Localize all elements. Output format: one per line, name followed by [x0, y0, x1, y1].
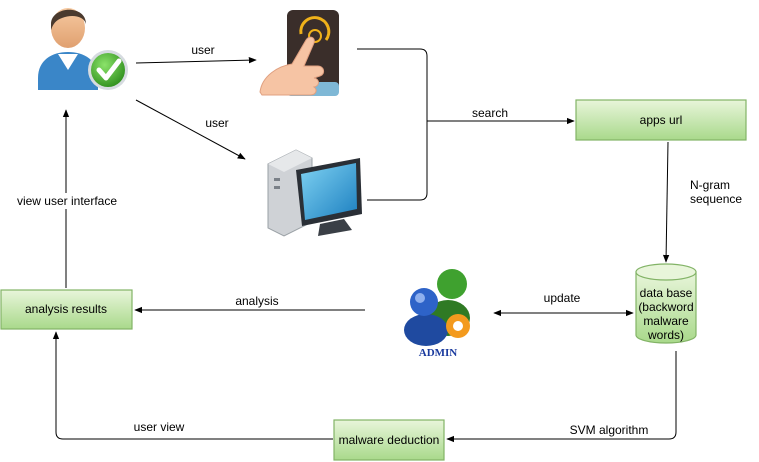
edge-label-ngram-2: sequence	[690, 192, 742, 206]
database-line-2: (backword	[638, 300, 693, 314]
edge-label-svm: SVM algorithm	[570, 423, 649, 437]
admin-group-icon: ADMIN	[404, 269, 470, 359]
malware-deduction-node: malware deduction	[333, 419, 445, 461]
apps-url-label: apps url	[640, 113, 683, 127]
edge-label-ngram-1: N-gram	[690, 178, 730, 192]
admin-label: ADMIN	[419, 347, 458, 359]
database-line-1: data base	[640, 286, 693, 300]
edge-label-update: update	[544, 291, 581, 305]
database-line-4: words)	[647, 328, 684, 342]
edge-label-view-ui: view user interface	[17, 194, 117, 208]
edge-svm	[446, 351, 677, 443]
edge-user-view	[52, 331, 333, 440]
edge-label-user-phone: user	[191, 43, 214, 57]
edge-label-user-pc: user	[205, 116, 228, 130]
edge-label-analysis: analysis	[235, 294, 278, 308]
apps-url-node: apps url	[575, 99, 747, 141]
edge-ngram	[662, 141, 670, 263]
analysis-results-label: analysis results	[25, 302, 107, 316]
desktop-computer-icon	[267, 149, 362, 237]
database-line-3: malware	[643, 314, 689, 328]
edge-label-search: search	[472, 106, 508, 120]
touch-phone-icon	[259, 10, 339, 96]
edge-search	[357, 48, 575, 201]
edge-label-user-view: user view	[134, 420, 185, 434]
malware-deduction-label: malware deduction	[339, 433, 440, 447]
analysis-results-node: analysis results	[0, 289, 133, 330]
edge-user-to-pc	[135, 99, 246, 160]
database-node: data base (backword malware words)	[635, 263, 697, 344]
user-check-icon	[38, 8, 128, 90]
edge-user-to-phone	[135, 56, 257, 64]
